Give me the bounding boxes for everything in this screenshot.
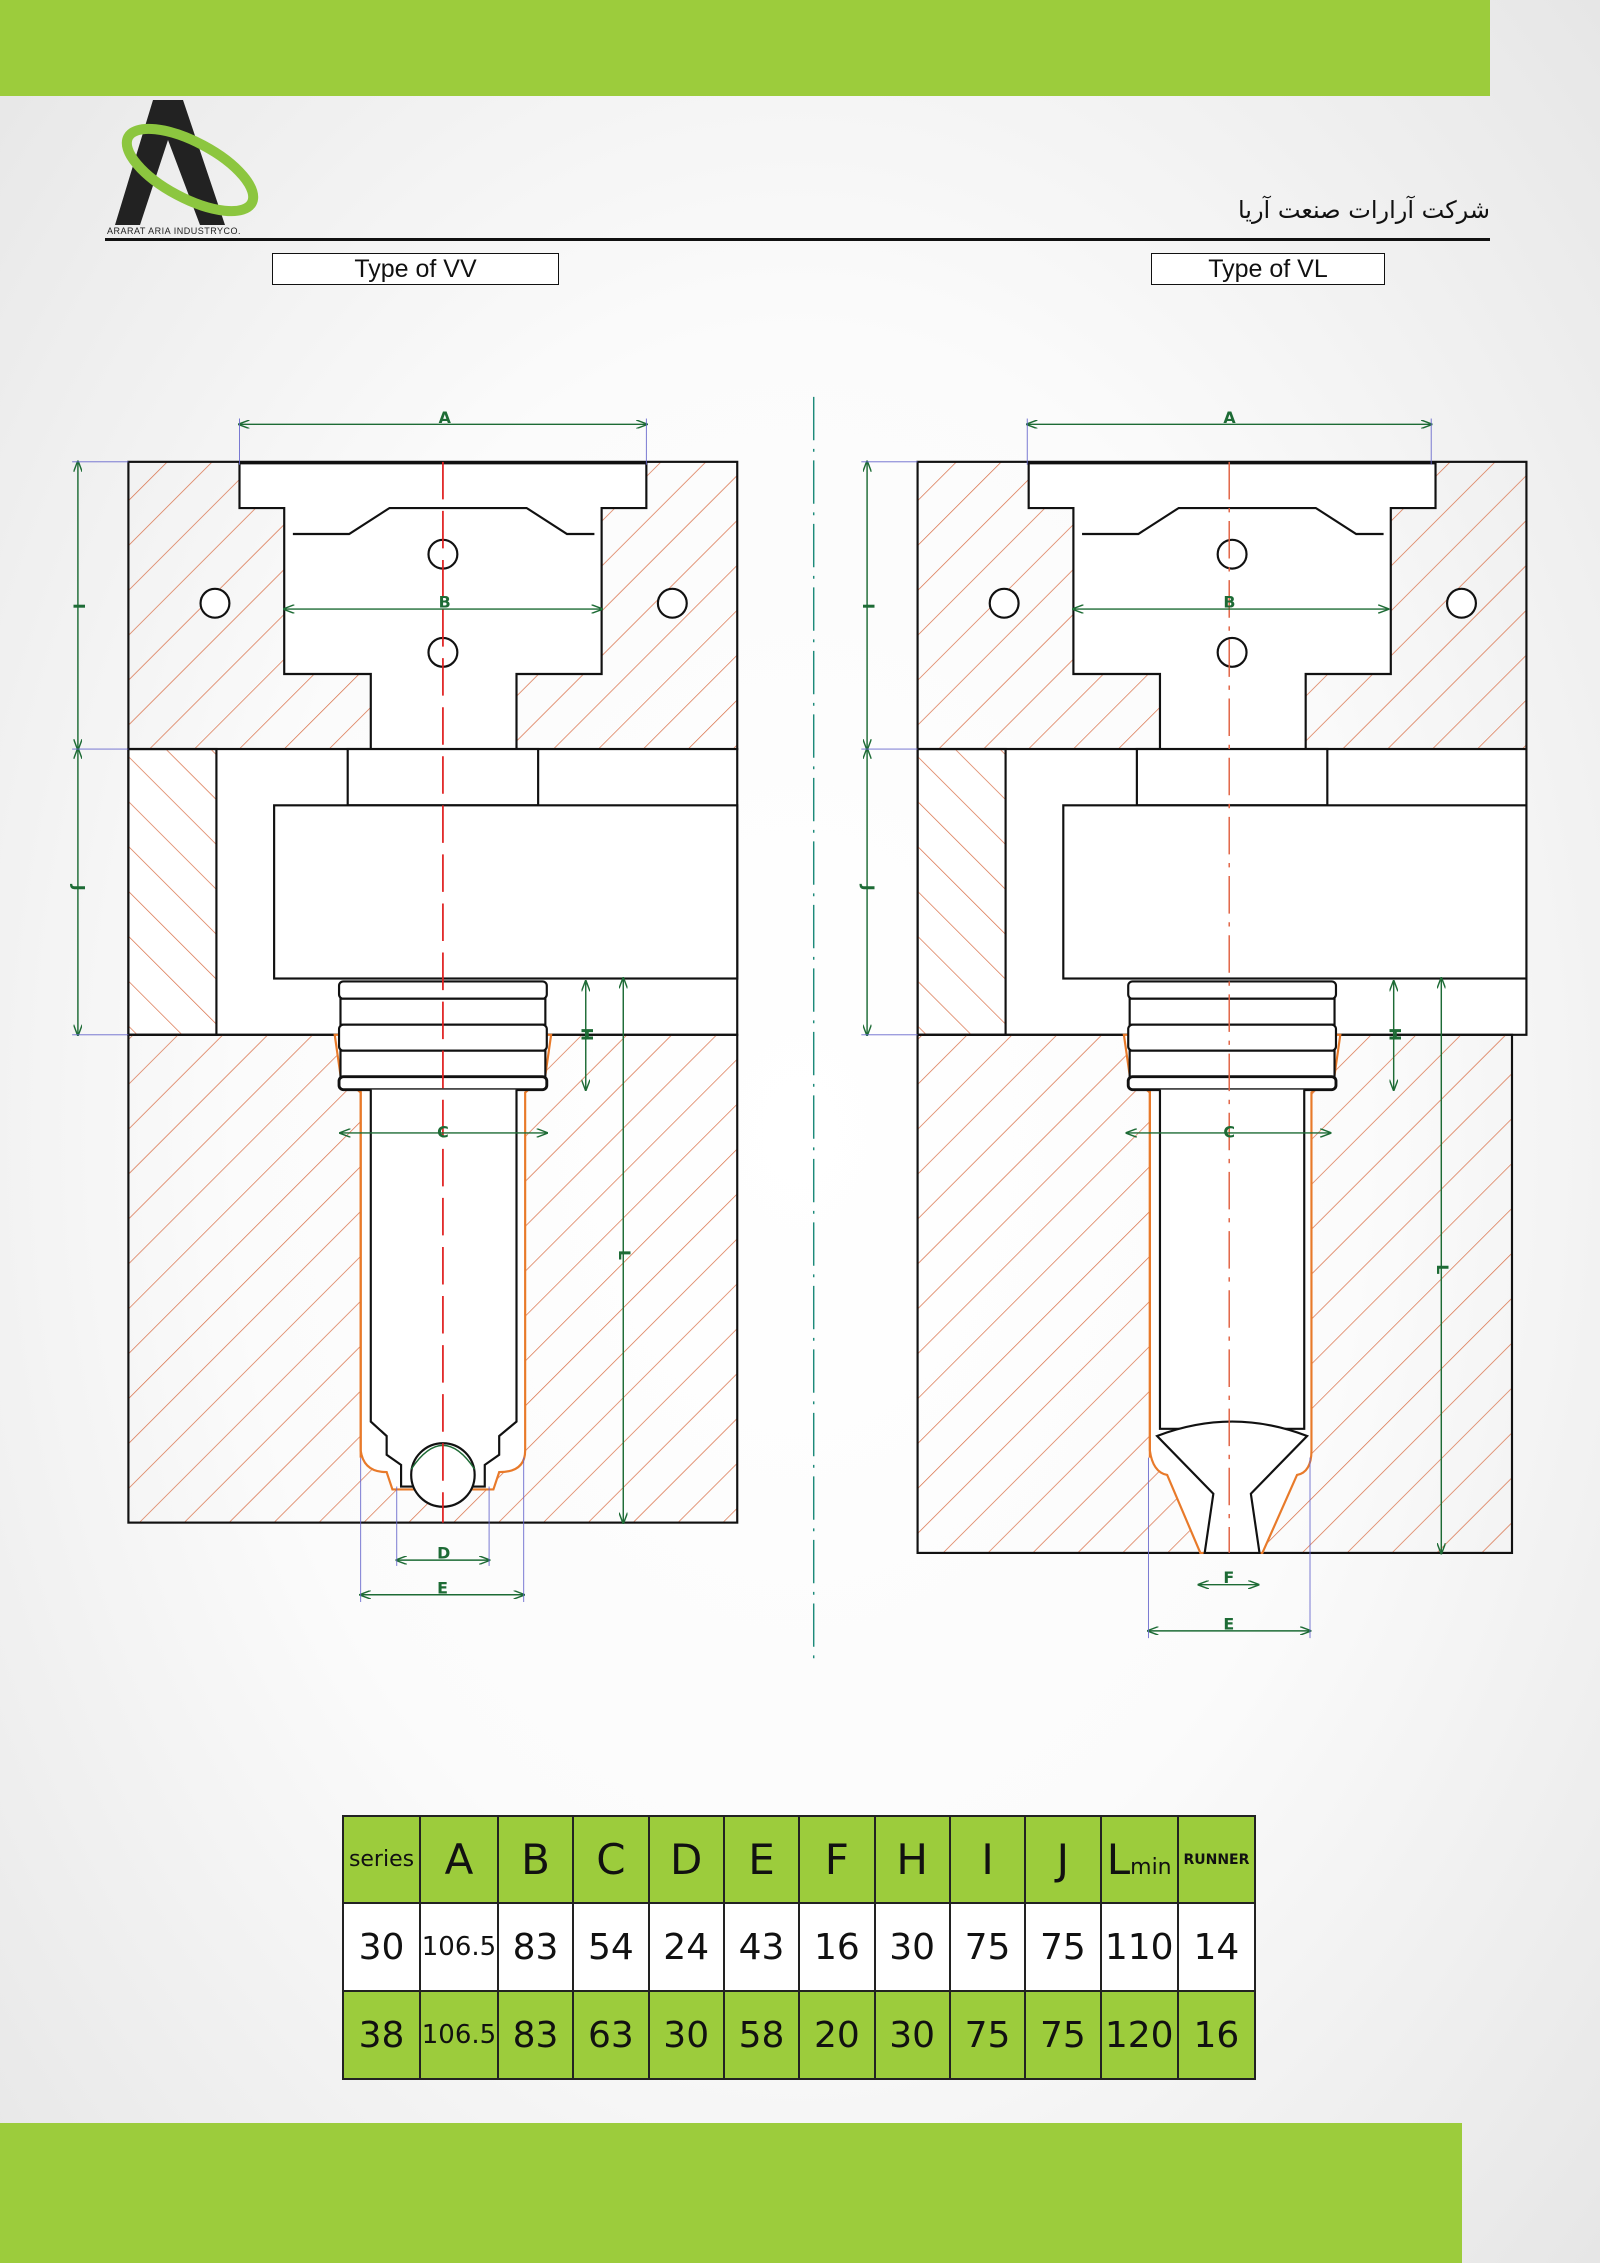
header-b: B: [496, 1815, 575, 1904]
vv-dim-a: A: [439, 408, 452, 427]
vv-dim-j: J: [70, 884, 89, 891]
cell: 63: [572, 1990, 650, 2080]
cell: 30: [873, 1902, 951, 1992]
cell: 75: [1024, 1902, 1102, 1992]
vv-dim-e: E: [437, 1578, 448, 1597]
cell: 30: [341, 1902, 422, 1992]
vv-dim-i: I: [70, 603, 89, 609]
vl-dim-c: C: [1223, 1122, 1235, 1141]
logo-text: ARARAT ARIA INDUSTRYCO.: [107, 226, 242, 236]
cell: 83: [496, 1990, 575, 2080]
type-vv-title: Type of VV: [272, 253, 559, 285]
header-j: J: [1024, 1815, 1102, 1904]
cell: 120: [1099, 1990, 1179, 2080]
vl-drawing: A B C F E H L I J: [859, 408, 1528, 1639]
vl-dim-i: I: [859, 603, 878, 609]
vl-dim-f: F: [1223, 1568, 1234, 1587]
table-header-row: series A B C D E F H I J Lmin RUNNER: [341, 1815, 1257, 1904]
cell: 14: [1176, 1902, 1257, 1992]
vv-dim-h: H: [577, 1028, 596, 1041]
cell: 16: [1176, 1990, 1257, 2080]
bottom-banner: [0, 2123, 1462, 2263]
vl-dim-h: H: [1385, 1028, 1404, 1041]
cell: 30: [873, 1990, 951, 2080]
cell: 75: [1024, 1990, 1102, 2080]
header-a: A: [419, 1815, 499, 1904]
cell: 110: [1099, 1902, 1179, 1992]
header-h: H: [873, 1815, 951, 1904]
cell: 54: [572, 1902, 650, 1992]
company-logo: [115, 100, 259, 225]
header-d: D: [647, 1815, 725, 1904]
cell: 20: [798, 1990, 876, 2080]
cell: 30: [647, 1990, 725, 2080]
header-e: E: [722, 1815, 801, 1904]
header-series: series: [341, 1815, 422, 1904]
type-vl-title: Type of VL: [1151, 253, 1385, 285]
cell: 75: [948, 1990, 1027, 2080]
table-row: 30 106.5 83 54 24 43 16 30 75 75 110 14: [341, 1902, 1257, 1992]
header-lmin: Lmin: [1099, 1815, 1179, 1904]
vl-dim-l: L: [1433, 1264, 1452, 1274]
header-runner: RUNNER: [1176, 1815, 1257, 1904]
vv-dim-c: C: [437, 1122, 449, 1141]
cell: 58: [722, 1990, 801, 2080]
vv-dim-l: L: [615, 1250, 634, 1260]
cell: 106.5: [419, 1990, 499, 2080]
cell: 38: [341, 1990, 422, 2080]
header-divider: [105, 238, 1490, 241]
vv-dim-d: D: [437, 1544, 450, 1563]
cell: 83: [496, 1902, 575, 1992]
vl-dim-j: J: [859, 884, 878, 891]
cell: 106.5: [419, 1902, 499, 1992]
header-f: F: [798, 1815, 876, 1904]
header-c: C: [572, 1815, 650, 1904]
vl-dim-a: A: [1223, 408, 1236, 427]
vv-dim-b: B: [439, 593, 451, 612]
header-l: L: [1106, 1835, 1131, 1884]
header-l-subscript: min: [1130, 1855, 1172, 1880]
cell: 75: [948, 1902, 1027, 1992]
table-row: 38 106.5 83 63 30 58 20 30 75 75 120 16: [341, 1990, 1257, 2080]
cell: 16: [798, 1902, 876, 1992]
header-i: I: [948, 1815, 1027, 1904]
spec-table: series A B C D E F H I J Lmin RUNNER 30 …: [341, 1815, 1257, 2080]
vv-drawing: A B C D E H L I J: [70, 408, 739, 1602]
vl-dim-b: B: [1223, 593, 1235, 612]
vl-dim-e: E: [1223, 1614, 1234, 1633]
cell: 24: [647, 1902, 725, 1992]
company-name: شرکت آرارات صنعت آریا: [1237, 196, 1490, 224]
top-banner: [0, 0, 1490, 96]
cell: 43: [722, 1902, 801, 1992]
